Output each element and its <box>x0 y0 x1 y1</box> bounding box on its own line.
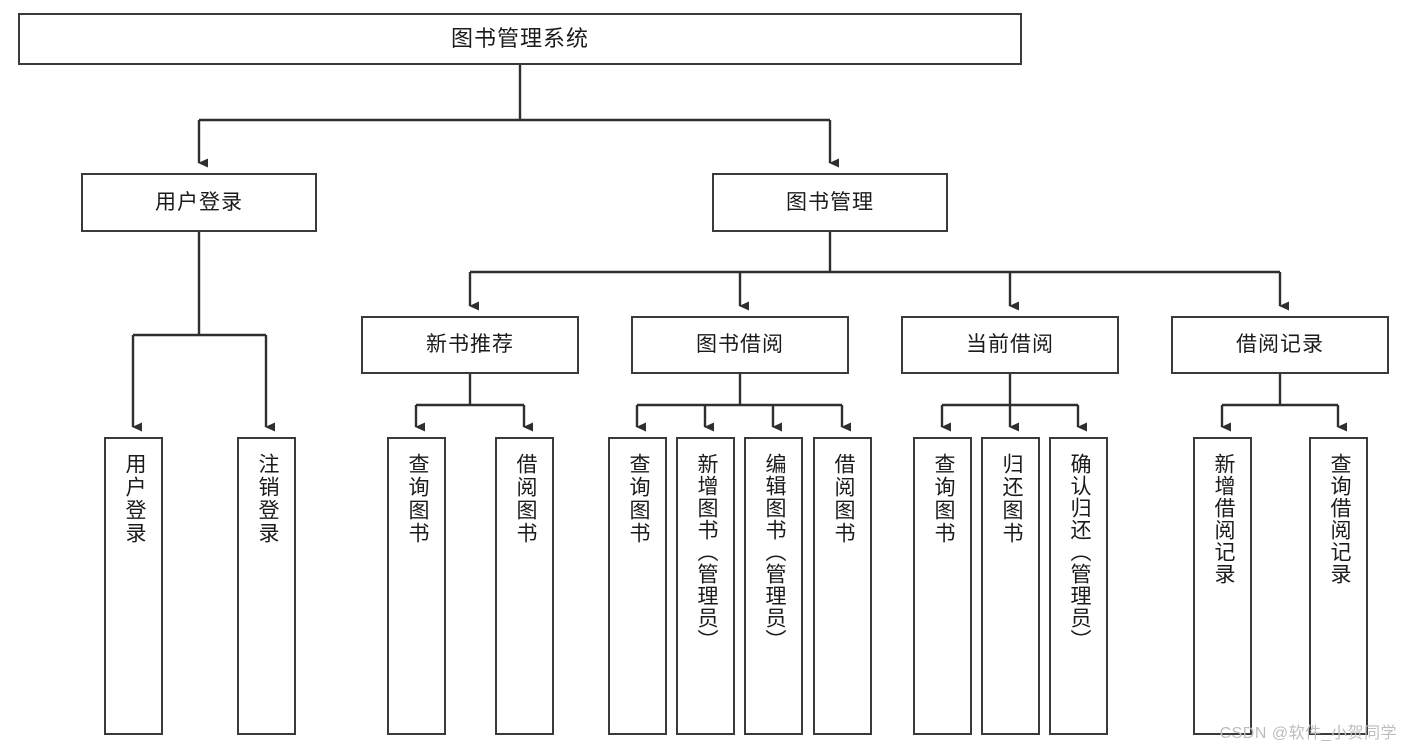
node-book-borrow[interactable]: 图书借阅 <box>631 316 849 374</box>
node-label: 新增借阅记录 <box>1211 453 1235 585</box>
node-label: 新书推荐 <box>426 333 514 357</box>
node-label: 查询借阅记录 <box>1327 453 1351 585</box>
node-new-book-recommend[interactable]: 新书推荐 <box>361 316 579 374</box>
node-label: 查询图书 <box>626 453 650 545</box>
node-label: 图书管理系统 <box>450 25 589 51</box>
node-label: 查询图书 <box>931 453 955 545</box>
node-leaf-borrow-book-1[interactable]: 借阅图书 <box>495 437 554 735</box>
node-borrow-record[interactable]: 借阅记录 <box>1171 316 1389 374</box>
node-leaf-query-book-3[interactable]: 查询图书 <box>913 437 972 735</box>
node-label: 注销登录 <box>255 453 279 545</box>
node-label: 查询图书 <box>405 453 429 545</box>
watermark-credit: CSDN @软件_小贺同学 <box>1219 725 1397 742</box>
node-leaf-add-borrow-record[interactable]: 新增借阅记录 <box>1193 437 1252 735</box>
node-label: 新增图书（管理员） <box>694 453 718 651</box>
node-user-login[interactable]: 用户登录 <box>81 173 317 232</box>
node-label: 图书管理 <box>786 190 874 214</box>
node-leaf-query-borrow-record[interactable]: 查询借阅记录 <box>1309 437 1368 735</box>
node-book-manage[interactable]: 图书管理 <box>712 173 948 232</box>
node-label: 编辑图书（管理员） <box>762 453 786 651</box>
node-leaf-add-book-admin[interactable]: 新增图书（管理员） <box>676 437 735 735</box>
node-leaf-confirm-return-admin[interactable]: 确认归还（管理员） <box>1049 437 1108 735</box>
node-label: 当前借阅 <box>966 333 1054 357</box>
node-label: 图书借阅 <box>696 333 784 357</box>
node-label: 用户登录 <box>122 453 146 545</box>
node-label: 借阅图书 <box>513 453 537 545</box>
node-current-borrow[interactable]: 当前借阅 <box>901 316 1119 374</box>
node-leaf-query-book-2[interactable]: 查询图书 <box>608 437 667 735</box>
node-leaf-user-login[interactable]: 用户登录 <box>104 437 163 735</box>
node-label: 借阅记录 <box>1236 333 1324 357</box>
node-leaf-return-book[interactable]: 归还图书 <box>981 437 1040 735</box>
node-label: 借阅图书 <box>831 453 855 545</box>
node-label: 归还图书 <box>999 453 1023 545</box>
node-leaf-query-book-1[interactable]: 查询图书 <box>387 437 446 735</box>
node-label: 确认归还（管理员） <box>1067 453 1091 651</box>
node-root-system[interactable]: 图书管理系统 <box>18 13 1022 65</box>
node-leaf-edit-book-admin[interactable]: 编辑图书（管理员） <box>744 437 803 735</box>
node-label: 用户登录 <box>155 190 243 214</box>
node-leaf-logout-login[interactable]: 注销登录 <box>237 437 296 735</box>
node-leaf-borrow-book-2[interactable]: 借阅图书 <box>813 437 872 735</box>
